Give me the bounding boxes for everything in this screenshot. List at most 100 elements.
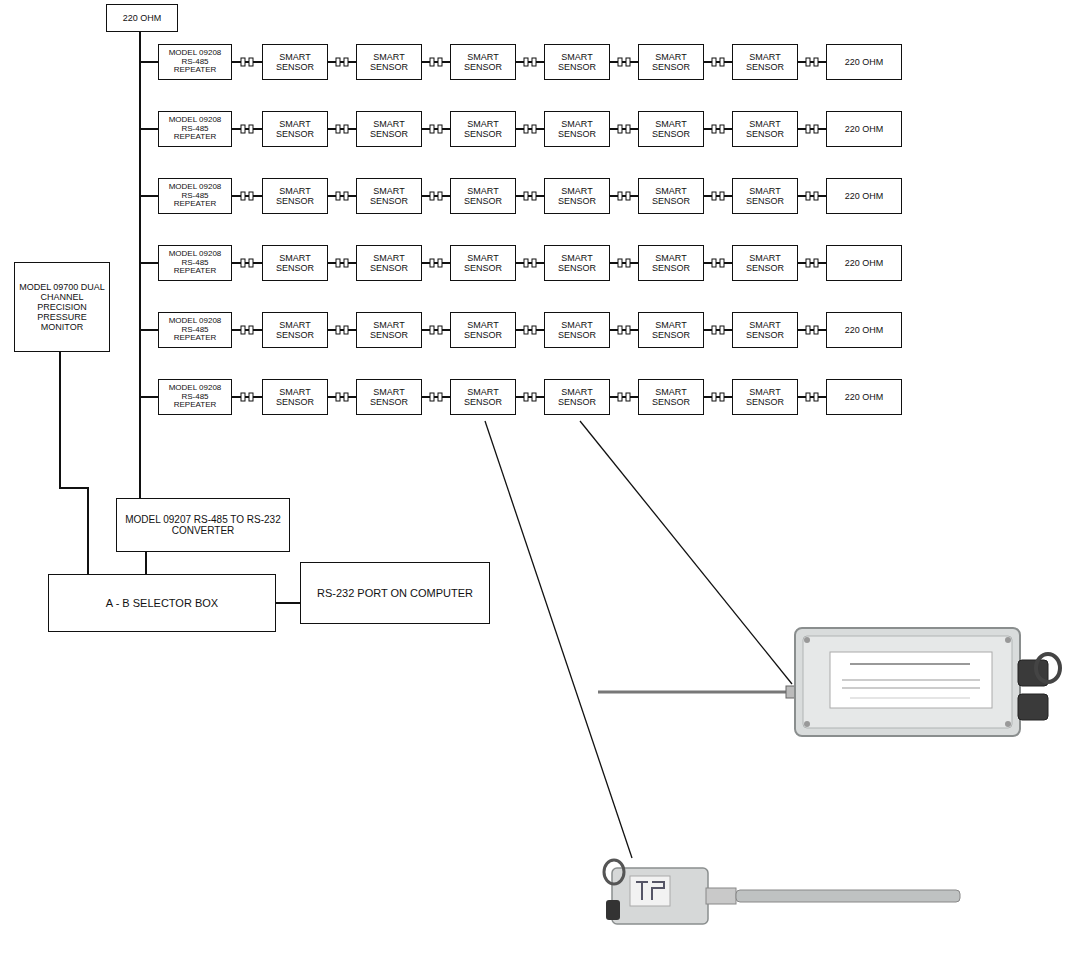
cable-connector <box>140 330 158 498</box>
cable-connector <box>704 393 732 401</box>
sensor-box: SMART SENSOR <box>356 245 422 281</box>
box-label: SMART SENSOR <box>361 119 417 139</box>
cable-connector <box>798 192 826 200</box>
sensor-box: SMART SENSOR <box>450 44 516 80</box>
box-label: SMART SENSOR <box>455 320 511 340</box>
sensor-box: SMART SENSOR <box>450 379 516 415</box>
sensor-box: SMART SENSOR <box>262 245 328 281</box>
cable-connector <box>516 393 544 401</box>
box-label: MODEL 09208 RS-485 REPEATER <box>163 183 227 210</box>
sensor-box: SMART SENSOR <box>356 111 422 147</box>
cable-connector <box>704 192 732 200</box>
box-label: SMART SENSOR <box>737 119 793 139</box>
cable-connector <box>610 58 638 66</box>
cable-connector <box>704 58 732 66</box>
box-label: SMART SENSOR <box>361 320 417 340</box>
repeater-box: MODEL 09208 RS-485 REPEATER <box>158 111 232 147</box>
cable-connector <box>422 125 450 133</box>
terminator-box: 220 OHM <box>826 312 902 348</box>
sensor-box: SMART SENSOR <box>544 245 610 281</box>
cable-connector <box>232 58 262 66</box>
cable-connector <box>516 192 544 200</box>
box-label: SMART SENSOR <box>737 186 793 206</box>
box-label: SMART SENSOR <box>267 52 323 72</box>
box-label: 220 OHM <box>845 191 884 201</box>
box-label: SMART SENSOR <box>267 119 323 139</box>
leader-line <box>485 421 632 858</box>
box-label: SMART SENSOR <box>643 186 699 206</box>
box-label: SMART SENSOR <box>361 186 417 206</box>
sensor-box: SMART SENSOR <box>262 111 328 147</box>
cable-connector <box>610 393 638 401</box>
sensor-box: SMART SENSOR <box>356 379 422 415</box>
box-label: MODEL 09208 RS-485 REPEATER <box>163 384 227 411</box>
sensor-box: SMART SENSOR <box>262 44 328 80</box>
box-label: MODEL 09207 RS-485 TO RS-232 CONVERTER <box>121 514 285 536</box>
selector-box: A - B SELECTOR BOX <box>48 574 276 632</box>
terminator-box: 220 OHM <box>826 379 902 415</box>
sensor-box: SMART SENSOR <box>638 178 704 214</box>
cable-connector <box>516 326 544 334</box>
sensor-box: SMART SENSOR <box>450 111 516 147</box>
repeater-box: MODEL 09208 RS-485 REPEATER <box>158 178 232 214</box>
cable-connector <box>422 259 450 267</box>
box-label: SMART SENSOR <box>737 253 793 273</box>
repeater-box: MODEL 09208 RS-485 REPEATER <box>158 245 232 281</box>
cable-connector <box>422 393 450 401</box>
cable-connector <box>610 125 638 133</box>
repeater-box: MODEL 09208 RS-485 REPEATER <box>158 379 232 415</box>
cable-connector <box>140 62 158 498</box>
monitor-box: MODEL 09700 DUAL CHANNEL PRECISION PRESS… <box>14 262 110 352</box>
box-label: SMART SENSOR <box>361 253 417 273</box>
sensor-box: SMART SENSOR <box>450 245 516 281</box>
sensor-box: SMART SENSOR <box>544 379 610 415</box>
box-label: SMART SENSOR <box>643 253 699 273</box>
box-label: 220 OHM <box>845 325 884 335</box>
cable-connector <box>422 192 450 200</box>
sensor-box: SMART SENSOR <box>638 245 704 281</box>
box-label: MODEL 09700 DUAL CHANNEL PRECISION PRESS… <box>19 282 105 332</box>
terminator-box: 220 OHM <box>106 4 178 32</box>
box-label: MODEL 09208 RS-485 REPEATER <box>163 317 227 344</box>
cable-connector <box>232 192 262 200</box>
box-label: SMART SENSOR <box>455 186 511 206</box>
sensor-box: SMART SENSOR <box>544 178 610 214</box>
terminator-box: 220 OHM <box>826 245 902 281</box>
box-label: SMART SENSOR <box>361 387 417 407</box>
box-label: SMART SENSOR <box>455 52 511 72</box>
box-label: 220 OHM <box>123 13 162 23</box>
sensor-box: SMART SENSOR <box>262 379 328 415</box>
box-label: SMART SENSOR <box>643 52 699 72</box>
box-label: MODEL 09208 RS-485 REPEATER <box>163 250 227 277</box>
cable-connector <box>232 259 262 267</box>
box-label: 220 OHM <box>845 258 884 268</box>
box-label: MODEL 09208 RS-485 REPEATER <box>163 49 227 76</box>
cable-connector <box>516 58 544 66</box>
box-label: SMART SENSOR <box>549 253 605 273</box>
sensor-box: SMART SENSOR <box>356 312 422 348</box>
box-label: SMART SENSOR <box>643 387 699 407</box>
sensor-box: SMART SENSOR <box>638 312 704 348</box>
box-label: 220 OHM <box>845 57 884 67</box>
box-label: SMART SENSOR <box>267 320 323 340</box>
box-label: SMART SENSOR <box>549 387 605 407</box>
sensor-box: SMART SENSOR <box>732 245 798 281</box>
box-label: SMART SENSOR <box>643 119 699 139</box>
cable-connector <box>610 259 638 267</box>
sensor-box: SMART SENSOR <box>262 312 328 348</box>
box-label: SMART SENSOR <box>361 52 417 72</box>
cable-connector <box>146 552 147 574</box>
sensor-box: SMART SENSOR <box>544 312 610 348</box>
cable-connector <box>798 259 826 267</box>
cable-connector <box>140 263 158 498</box>
cable-connector <box>516 125 544 133</box>
box-label: SMART SENSOR <box>549 186 605 206</box>
cable-connector <box>610 326 638 334</box>
cable-connector <box>422 326 450 334</box>
box-label: MODEL 09208 RS-485 REPEATER <box>163 116 227 143</box>
box-label: SMART SENSOR <box>455 119 511 139</box>
sensor-box: SMART SENSOR <box>450 178 516 214</box>
sensor-box: SMART SENSOR <box>732 44 798 80</box>
box-label: SMART SENSOR <box>643 320 699 340</box>
